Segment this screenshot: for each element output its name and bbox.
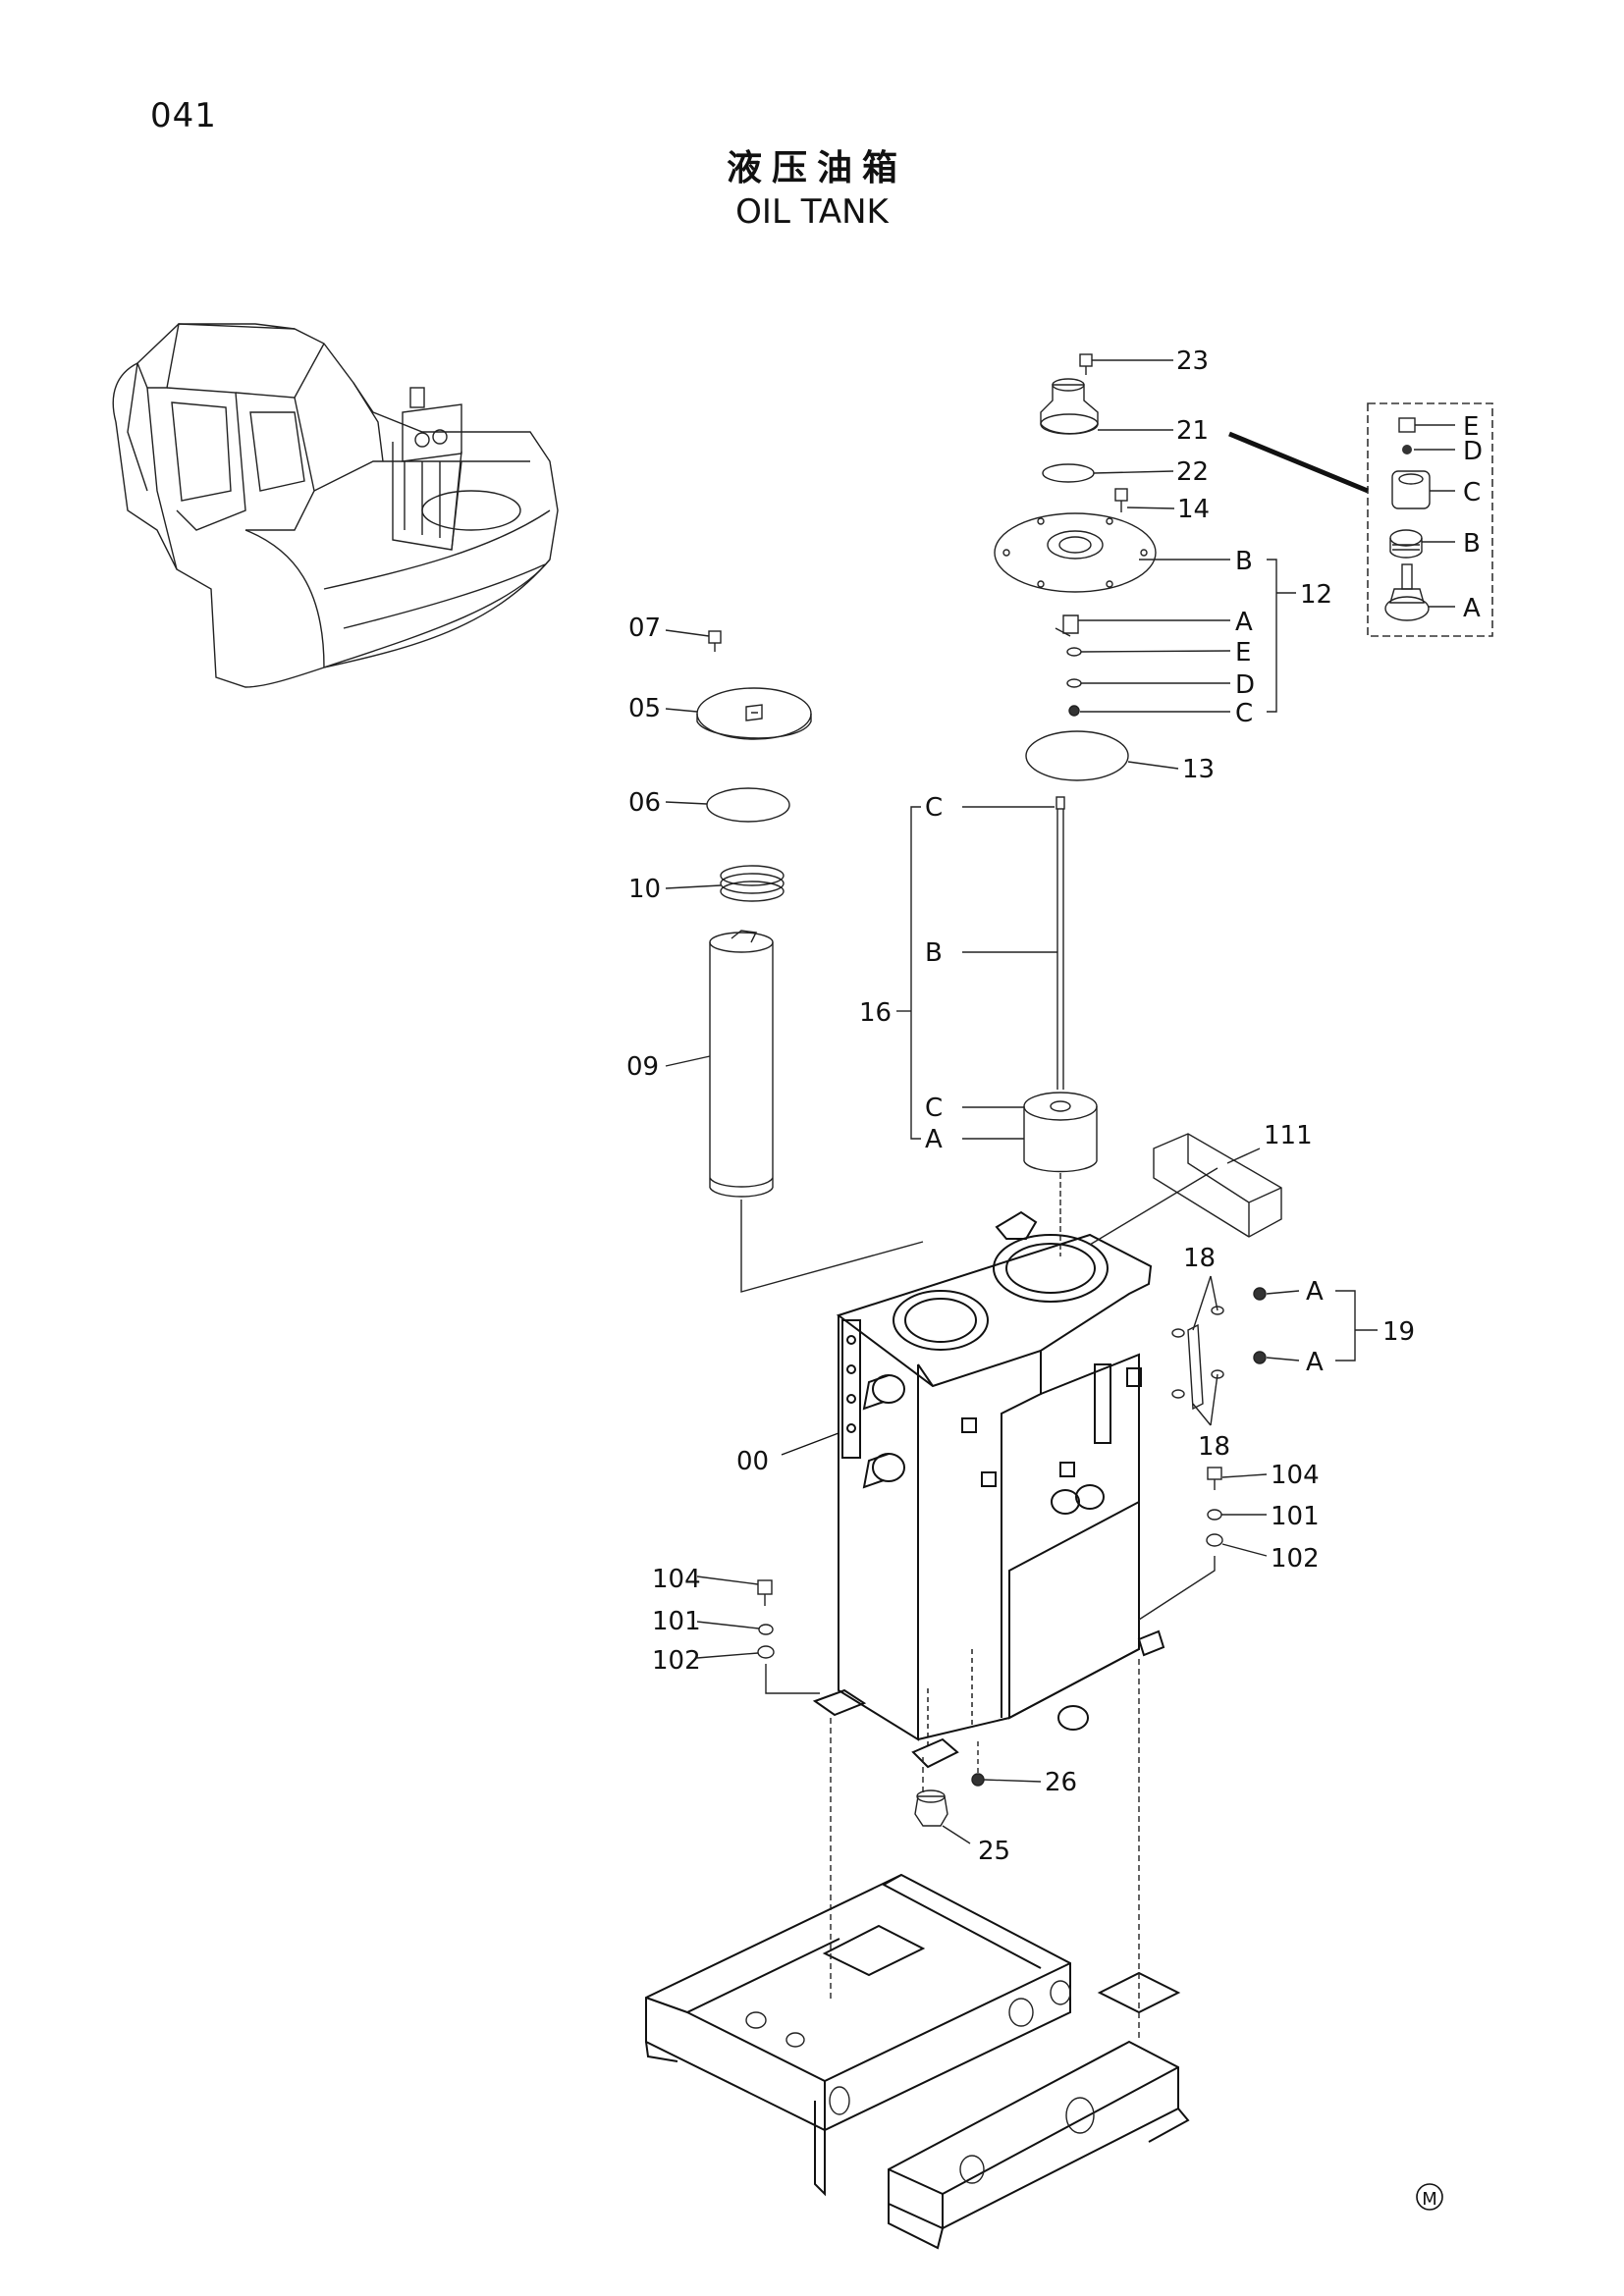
callout-12: 12: [1300, 580, 1332, 610]
label-19-a-bottom: A: [1306, 1348, 1324, 1377]
bar-111: [1089, 1133, 1282, 1246]
label-12-e: E: [1235, 638, 1251, 667]
oil-tank-body: [781, 1210, 1165, 1769]
callout-14: 14: [1177, 495, 1210, 524]
label-16-c-top: C: [925, 793, 943, 823]
inset-label-a: A: [1463, 594, 1481, 623]
callout-09: 09: [626, 1052, 659, 1082]
fasteners-right: [1138, 1467, 1268, 1621]
callout-102-right: 102: [1271, 1544, 1320, 1574]
callout-19: 19: [1382, 1317, 1415, 1347]
m-mark: M: [1422, 2189, 1437, 2210]
callout-102-left: 102: [652, 1646, 701, 1676]
callout-104-right: 104: [1271, 1461, 1320, 1490]
label-19-a-top: A: [1306, 1277, 1324, 1307]
callout-23: 23: [1176, 347, 1209, 376]
callout-101-right: 101: [1271, 1502, 1320, 1531]
fasteners-left: [696, 1575, 820, 1694]
callout-111: 111: [1264, 1121, 1313, 1150]
level-gauge-16: [896, 796, 1098, 1256]
callout-13: 13: [1182, 755, 1215, 784]
bracket-18-19: [1171, 1275, 1378, 1426]
inset-label-b: B: [1463, 529, 1481, 559]
label-16-a: A: [925, 1125, 943, 1154]
label-12-c: C: [1235, 699, 1253, 728]
inset-label-e: E: [1463, 412, 1479, 442]
callout-18-bottom: 18: [1198, 1432, 1230, 1462]
inset-label-c: C: [1463, 478, 1481, 507]
callout-06: 06: [628, 788, 661, 818]
callout-18-top: 18: [1183, 1244, 1216, 1273]
base-frame: [645, 1659, 1190, 2250]
callout-16: 16: [859, 998, 892, 1028]
inset-leader: [1228, 431, 1369, 494]
callout-22: 22: [1176, 457, 1209, 487]
callout-26: 26: [1045, 1768, 1077, 1797]
callout-00: 00: [736, 1447, 769, 1476]
title-english: OIL TANK: [735, 192, 889, 232]
breather-assembly: [994, 353, 1296, 781]
label-16-b: B: [925, 938, 943, 968]
callout-07: 07: [628, 614, 661, 643]
callout-21: 21: [1176, 416, 1209, 446]
drain-plug: [914, 1737, 1042, 1844]
label-16-c-bottom: C: [925, 1094, 943, 1123]
page-number: 041: [150, 96, 217, 135]
inset-label-d: D: [1463, 437, 1483, 466]
excavator-location-sketch: [112, 323, 559, 688]
title-chinese: 液压油箱: [726, 148, 907, 188]
label-12-d: D: [1235, 670, 1255, 700]
m-mark-circle: [1416, 2183, 1443, 2211]
callout-25: 25: [978, 1837, 1010, 1866]
callout-104-left: 104: [652, 1565, 701, 1594]
label-12-a: A: [1235, 608, 1253, 637]
filter-assembly: [665, 629, 924, 1293]
callout-101-left: 101: [652, 1607, 701, 1636]
callout-10: 10: [628, 875, 661, 904]
inset-box-21-breakdown: [1367, 402, 1493, 637]
callout-05: 05: [628, 694, 661, 723]
label-12-b: B: [1235, 547, 1253, 576]
